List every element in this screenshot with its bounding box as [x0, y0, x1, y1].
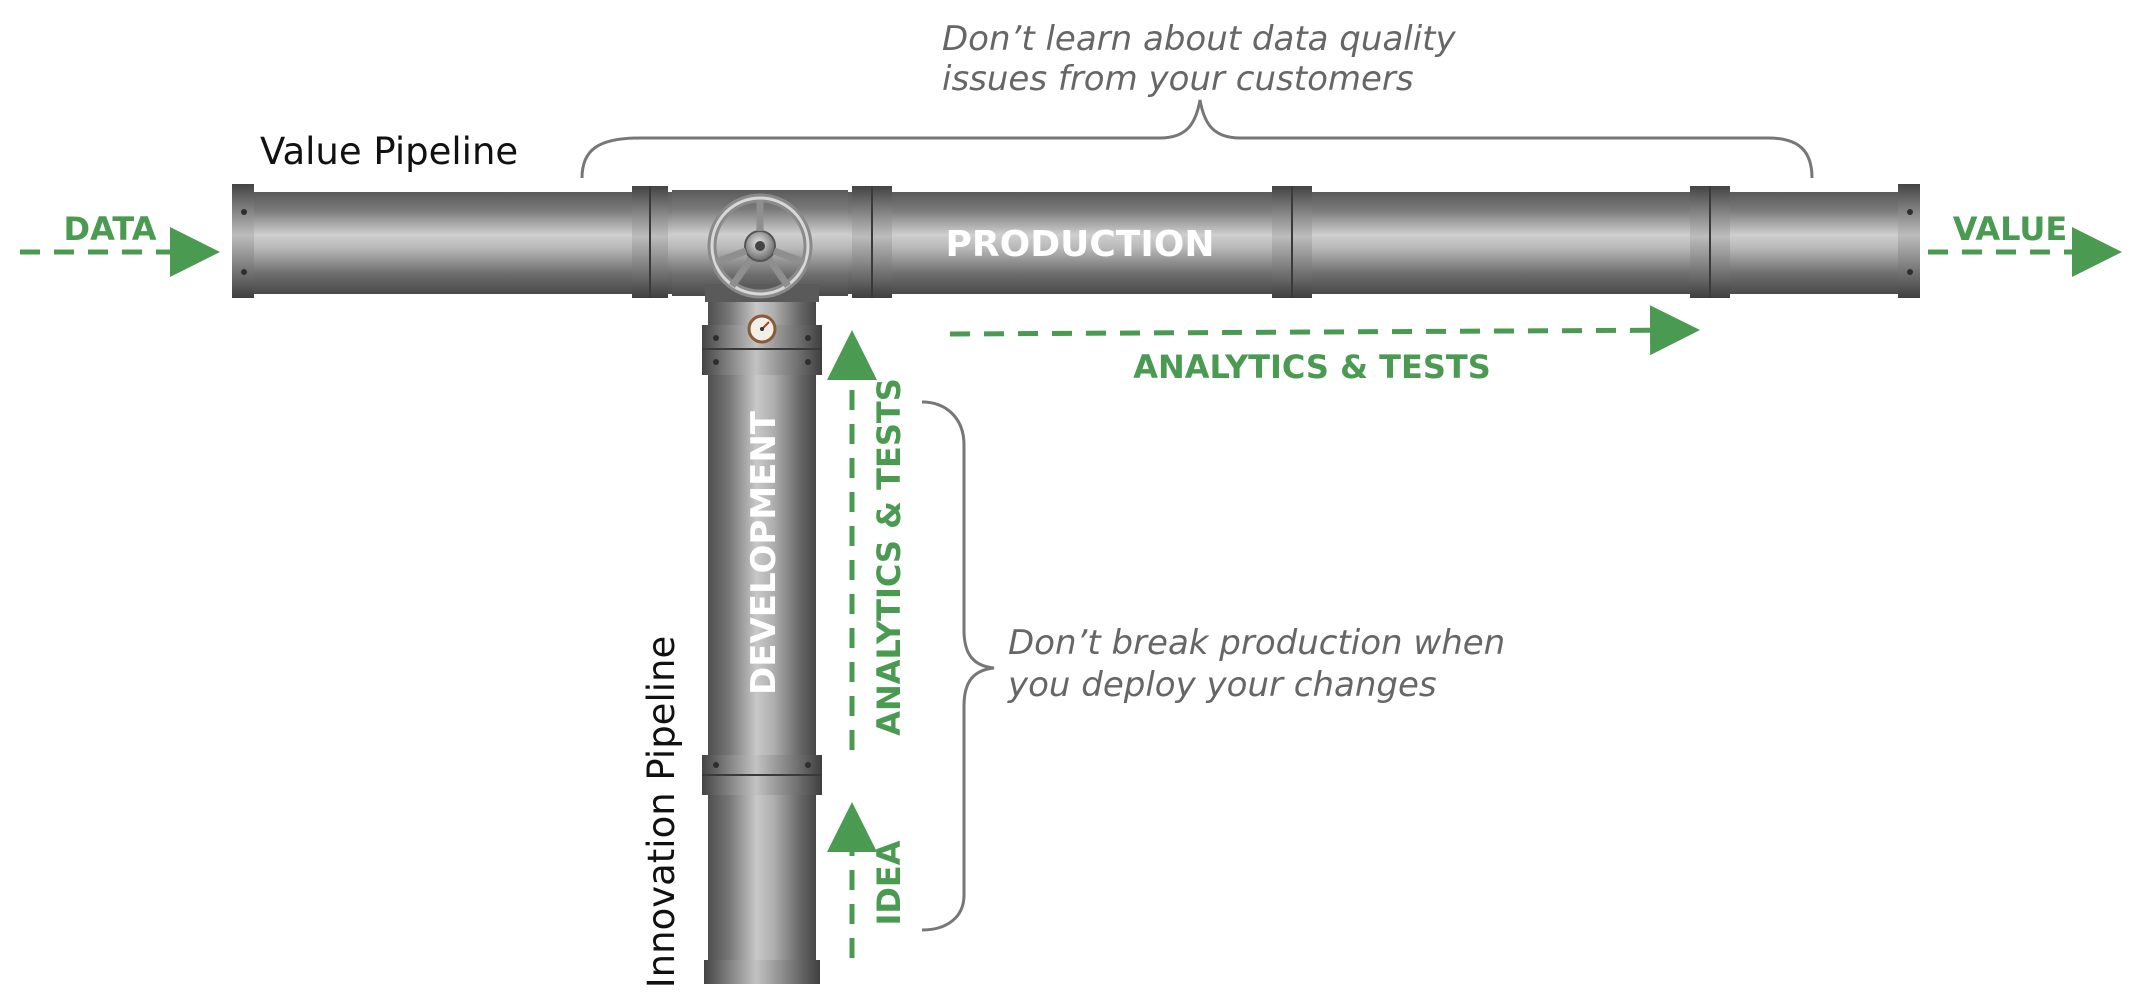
top-brace — [580, 99, 1814, 179]
right-note-line-2: you deploy your changes — [1007, 665, 1437, 705]
top-note-line-2: issues from your customers — [942, 59, 1414, 99]
top-note-line-1: Don’t learn about data quality — [942, 19, 1456, 59]
analytics-tests-vertical-label: ANALYTICS & TESTS — [870, 378, 908, 736]
analytics-tests-horizontal-label: ANALYTICS & TESTS — [1133, 348, 1491, 386]
data-label: DATA — [64, 210, 157, 248]
pipe-left-cap — [232, 184, 254, 298]
analytics-tests-horizontal-arrow — [949, 305, 1700, 356]
value-label: VALUE — [1953, 210, 2067, 248]
valve-wheel-icon — [707, 193, 813, 299]
value-pipeline-title: Value Pipeline — [260, 130, 518, 173]
production-label: PRODUCTION — [946, 224, 1215, 265]
right-brace — [921, 400, 995, 932]
value-pipe — [232, 184, 1920, 302]
right-note-line-1: Don’t break production when — [1008, 623, 1505, 663]
development-label: DEVELOPMENT — [744, 410, 784, 695]
idea-label: IDEA — [870, 840, 908, 925]
innovation-pipeline-title: Innovation Pipeline — [640, 636, 683, 988]
pressure-gauge-icon — [747, 314, 777, 344]
pipe-right-cap — [1898, 184, 1920, 298]
innovation-pipe — [702, 290, 822, 984]
